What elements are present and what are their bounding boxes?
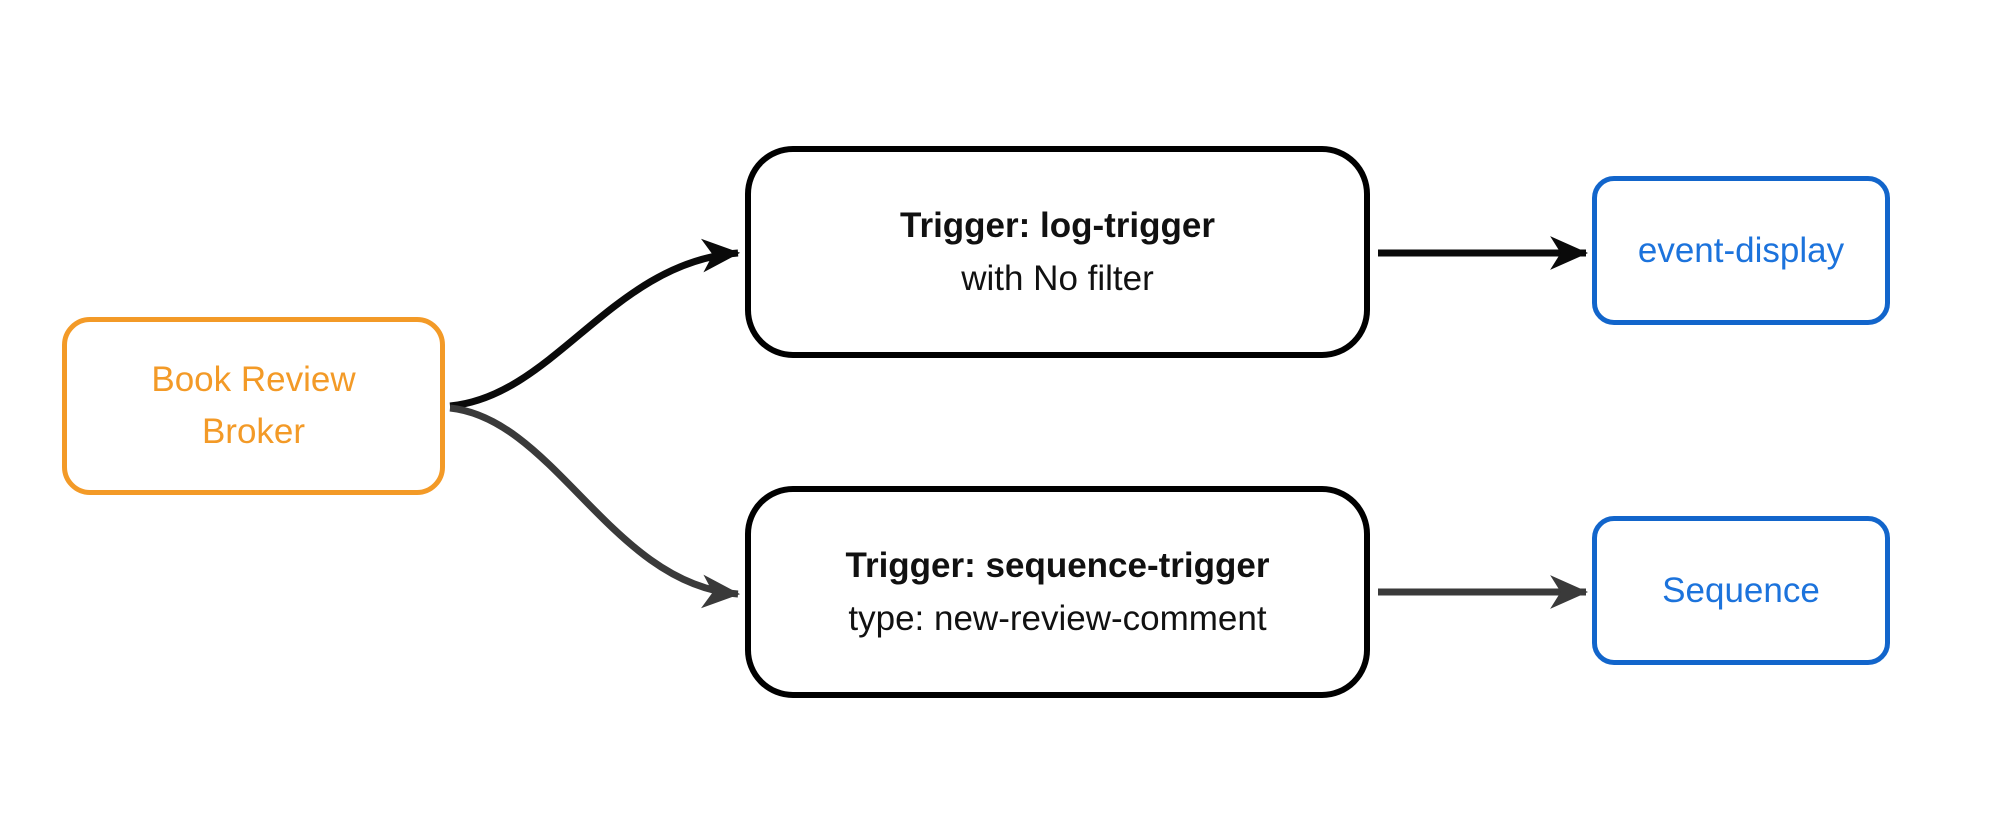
node-sequence-trigger: Trigger: sequence-trigger type: new-revi…	[745, 486, 1370, 698]
node-log-trigger: Trigger: log-trigger with No filter	[745, 146, 1370, 358]
node-sequence-trigger-subtitle: type: new-review-comment	[848, 599, 1267, 638]
node-sequence: Sequence	[1592, 516, 1890, 665]
node-book-review-broker: Book Review Broker	[62, 317, 445, 495]
node-event-display-label: event-display	[1637, 230, 1845, 270]
node-sequence-trigger-title: Trigger: sequence-trigger	[845, 546, 1270, 585]
node-log-trigger-title: Trigger: log-trigger	[900, 206, 1215, 245]
edge-broker-to-sequence-trigger	[449, 404, 741, 609]
node-book-review-broker-label: Book Review Broker	[151, 360, 356, 451]
node-log-trigger-subtitle: with No filter	[961, 259, 1154, 298]
node-sequence-label: Sequence	[1662, 570, 1820, 610]
node-event-display: event-display	[1592, 176, 1890, 325]
edge-broker-to-log-trigger	[449, 238, 741, 410]
